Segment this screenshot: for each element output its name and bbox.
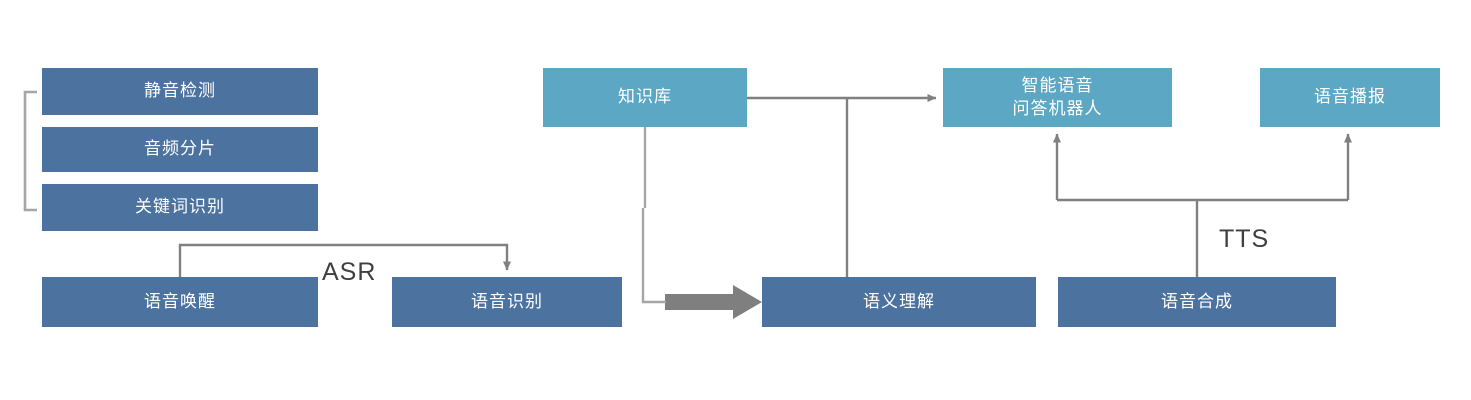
node-label: 语音识别 <box>471 291 543 311</box>
node-label: 语义理解 <box>863 291 935 311</box>
node-knowledge-base[interactable]: 知识库 <box>543 68 747 127</box>
node-semantic-understanding[interactable]: 语义理解 <box>762 277 1036 327</box>
node-audio-segmentation[interactable]: 音频分片 <box>42 127 318 172</box>
node-label: 语音唤醒 <box>144 291 216 311</box>
group-bracket-connector <box>23 90 37 212</box>
node-voice-broadcast[interactable]: 语音播报 <box>1260 68 1440 127</box>
node-qa-robot[interactable]: 智能语音 问答机器人 <box>943 68 1172 127</box>
node-label: 语音合成 <box>1161 291 1233 311</box>
node-label: 知识库 <box>618 87 672 107</box>
node-voice-wakeup[interactable]: 语音唤醒 <box>42 277 318 327</box>
node-keyword-spotting[interactable]: 关键词识别 <box>42 184 318 231</box>
node-label: 智能语音 问答机器人 <box>1012 75 1103 118</box>
node-label: 静音检测 <box>144 81 216 101</box>
edge-label-asr: ASR <box>322 258 377 286</box>
synthesis-tts-connector <box>1053 133 1352 277</box>
node-speech-synthesis[interactable]: 语音合成 <box>1058 277 1336 327</box>
node-speech-recognition[interactable]: 语音识别 <box>392 277 622 327</box>
edge-label-tts: TTS <box>1219 225 1270 253</box>
node-label: 音频分片 <box>144 139 216 159</box>
knowledge-to-semantic-connector <box>641 127 666 304</box>
node-silence-detection[interactable]: 静音检测 <box>42 68 318 115</box>
node-label: 语音播报 <box>1314 87 1386 107</box>
recognition-to-semantic-block-arrow <box>665 285 762 319</box>
node-label: 关键词识别 <box>135 197 225 217</box>
